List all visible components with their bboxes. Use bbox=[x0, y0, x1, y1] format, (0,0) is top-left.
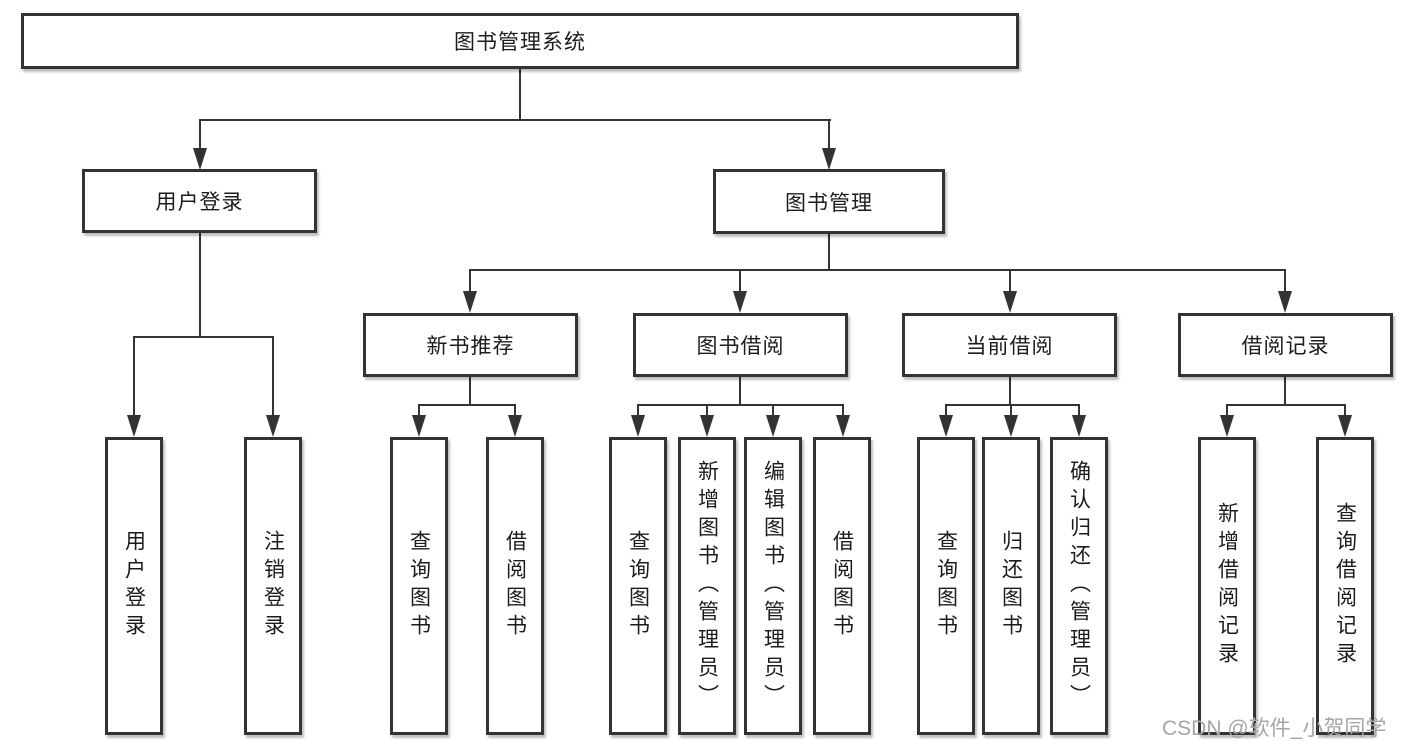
connector-rail bbox=[418, 404, 516, 406]
connector-rail bbox=[945, 404, 1079, 406]
node-label: 新增图书（管理员） bbox=[695, 460, 719, 712]
connector-stem bbox=[1010, 404, 1012, 417]
arrow-down-icon bbox=[836, 415, 850, 437]
arrow-down-icon bbox=[766, 415, 780, 437]
connector-stem bbox=[706, 404, 708, 417]
connector-stem bbox=[1009, 269, 1011, 293]
arrow-down-icon bbox=[1003, 291, 1017, 313]
node-label: 查询借阅记录 bbox=[1333, 502, 1357, 670]
arrow-down-icon bbox=[822, 148, 836, 170]
node-label: 借阅记录 bbox=[1241, 335, 1330, 358]
arrow-down-icon bbox=[127, 415, 141, 437]
connector-rail bbox=[637, 404, 844, 406]
connector-stem bbox=[637, 404, 639, 417]
arrow-down-icon bbox=[733, 291, 747, 313]
connector-stem bbox=[199, 119, 201, 151]
node-label: 确认归还（管理员） bbox=[1067, 460, 1091, 712]
arrow-down-icon bbox=[508, 415, 522, 437]
arrow-down-icon bbox=[1338, 415, 1352, 437]
arrow-down-icon bbox=[1004, 415, 1018, 437]
connector-stem bbox=[828, 119, 830, 151]
arrow-down-icon bbox=[193, 148, 207, 170]
node-leaf-borrow-books-recommend: 借阅图书 bbox=[486, 437, 544, 735]
connector-stem bbox=[1344, 404, 1346, 417]
node-label: 借阅图书 bbox=[503, 530, 527, 642]
arrow-down-icon bbox=[463, 291, 477, 313]
arrow-down-icon bbox=[1072, 415, 1086, 437]
node-label: 图书借阅 bbox=[696, 335, 785, 358]
connector-stem bbox=[1078, 404, 1080, 417]
connector-stem bbox=[514, 404, 516, 417]
arrow-down-icon bbox=[1278, 291, 1292, 313]
arrow-down-icon bbox=[631, 415, 645, 437]
node-label: 当前借阅 bbox=[965, 335, 1054, 358]
connector-stem bbox=[945, 404, 947, 417]
node-label: 用户登录 bbox=[155, 191, 244, 214]
node-label: 新书推荐 bbox=[426, 335, 515, 358]
connector-stem bbox=[469, 269, 471, 293]
node-leaf-user-login: 用户登录 bbox=[105, 437, 163, 735]
connector-stem bbox=[1284, 269, 1286, 293]
node-leaf-edit-books-admin: 编辑图书（管理员） bbox=[744, 437, 802, 735]
node-label: 查询图书 bbox=[934, 530, 958, 642]
connector-stem bbox=[739, 269, 741, 293]
node-label: 编辑图书（管理员） bbox=[761, 460, 785, 712]
node-label: 查询图书 bbox=[407, 530, 431, 642]
connector-stem bbox=[772, 404, 774, 417]
node-leaf-query-books-current: 查询图书 bbox=[917, 437, 975, 735]
arrow-down-icon bbox=[939, 415, 953, 437]
node-book-borrowing: 图书借阅 bbox=[633, 313, 848, 377]
node-root: 图书管理系统 bbox=[21, 13, 1019, 69]
node-leaf-logout: 注销登录 bbox=[244, 437, 302, 735]
node-label: 借阅图书 bbox=[830, 530, 854, 642]
connector-root-stem bbox=[519, 69, 521, 121]
arrow-down-icon bbox=[1220, 415, 1234, 437]
node-label: 图书管理 bbox=[785, 191, 873, 215]
connector-stem bbox=[1226, 404, 1228, 417]
node-label: 注销登录 bbox=[261, 530, 285, 642]
connector-stem bbox=[739, 377, 741, 406]
arrow-down-icon bbox=[700, 415, 714, 437]
connector-stem bbox=[418, 404, 420, 417]
connector-stem bbox=[1284, 377, 1286, 406]
node-leaf-return-books: 归还图书 bbox=[982, 437, 1040, 735]
connector-stem bbox=[1009, 377, 1011, 406]
connector-stem bbox=[133, 336, 135, 417]
node-leaf-query-books-recommend: 查询图书 bbox=[390, 437, 448, 735]
connector-stem bbox=[272, 336, 274, 417]
connector-rail bbox=[1226, 404, 1346, 406]
node-borrowing-records: 借阅记录 bbox=[1178, 313, 1393, 377]
node-leaf-add-borrow-record: 新增借阅记录 bbox=[1198, 437, 1256, 735]
node-label: 归还图书 bbox=[999, 530, 1023, 642]
connector-stem bbox=[828, 234, 830, 271]
connector-level3-rail bbox=[469, 269, 1286, 271]
node-label: 新增借阅记录 bbox=[1215, 502, 1239, 670]
node-label: 用户登录 bbox=[122, 530, 146, 642]
node-leaf-confirm-return-admin: 确认归还（管理员） bbox=[1050, 437, 1108, 735]
node-label: 查询图书 bbox=[626, 530, 650, 642]
node-current-borrowing: 当前借阅 bbox=[902, 313, 1117, 377]
connector-level2-rail bbox=[199, 119, 831, 121]
node-leaf-query-borrow-record: 查询借阅记录 bbox=[1316, 437, 1374, 735]
node-user-login-group: 用户登录 bbox=[82, 169, 317, 233]
csdn-watermark: CSDN @软件_小贺同学 bbox=[1162, 717, 1387, 740]
node-new-book-recommend: 新书推荐 bbox=[363, 313, 578, 377]
arrow-down-icon bbox=[266, 415, 280, 437]
connector-stem bbox=[199, 233, 201, 338]
node-leaf-query-books-borrowing: 查询图书 bbox=[609, 437, 667, 735]
node-leaf-add-books-admin: 新增图书（管理员） bbox=[678, 437, 736, 735]
connector-stem bbox=[469, 377, 471, 406]
connector-rail bbox=[133, 336, 274, 338]
connector-stem bbox=[842, 404, 844, 417]
node-book-management: 图书管理 bbox=[713, 169, 945, 234]
node-leaf-borrow-books: 借阅图书 bbox=[813, 437, 871, 735]
arrow-down-icon bbox=[412, 415, 426, 437]
node-root-label: 图书管理系统 bbox=[454, 31, 586, 54]
